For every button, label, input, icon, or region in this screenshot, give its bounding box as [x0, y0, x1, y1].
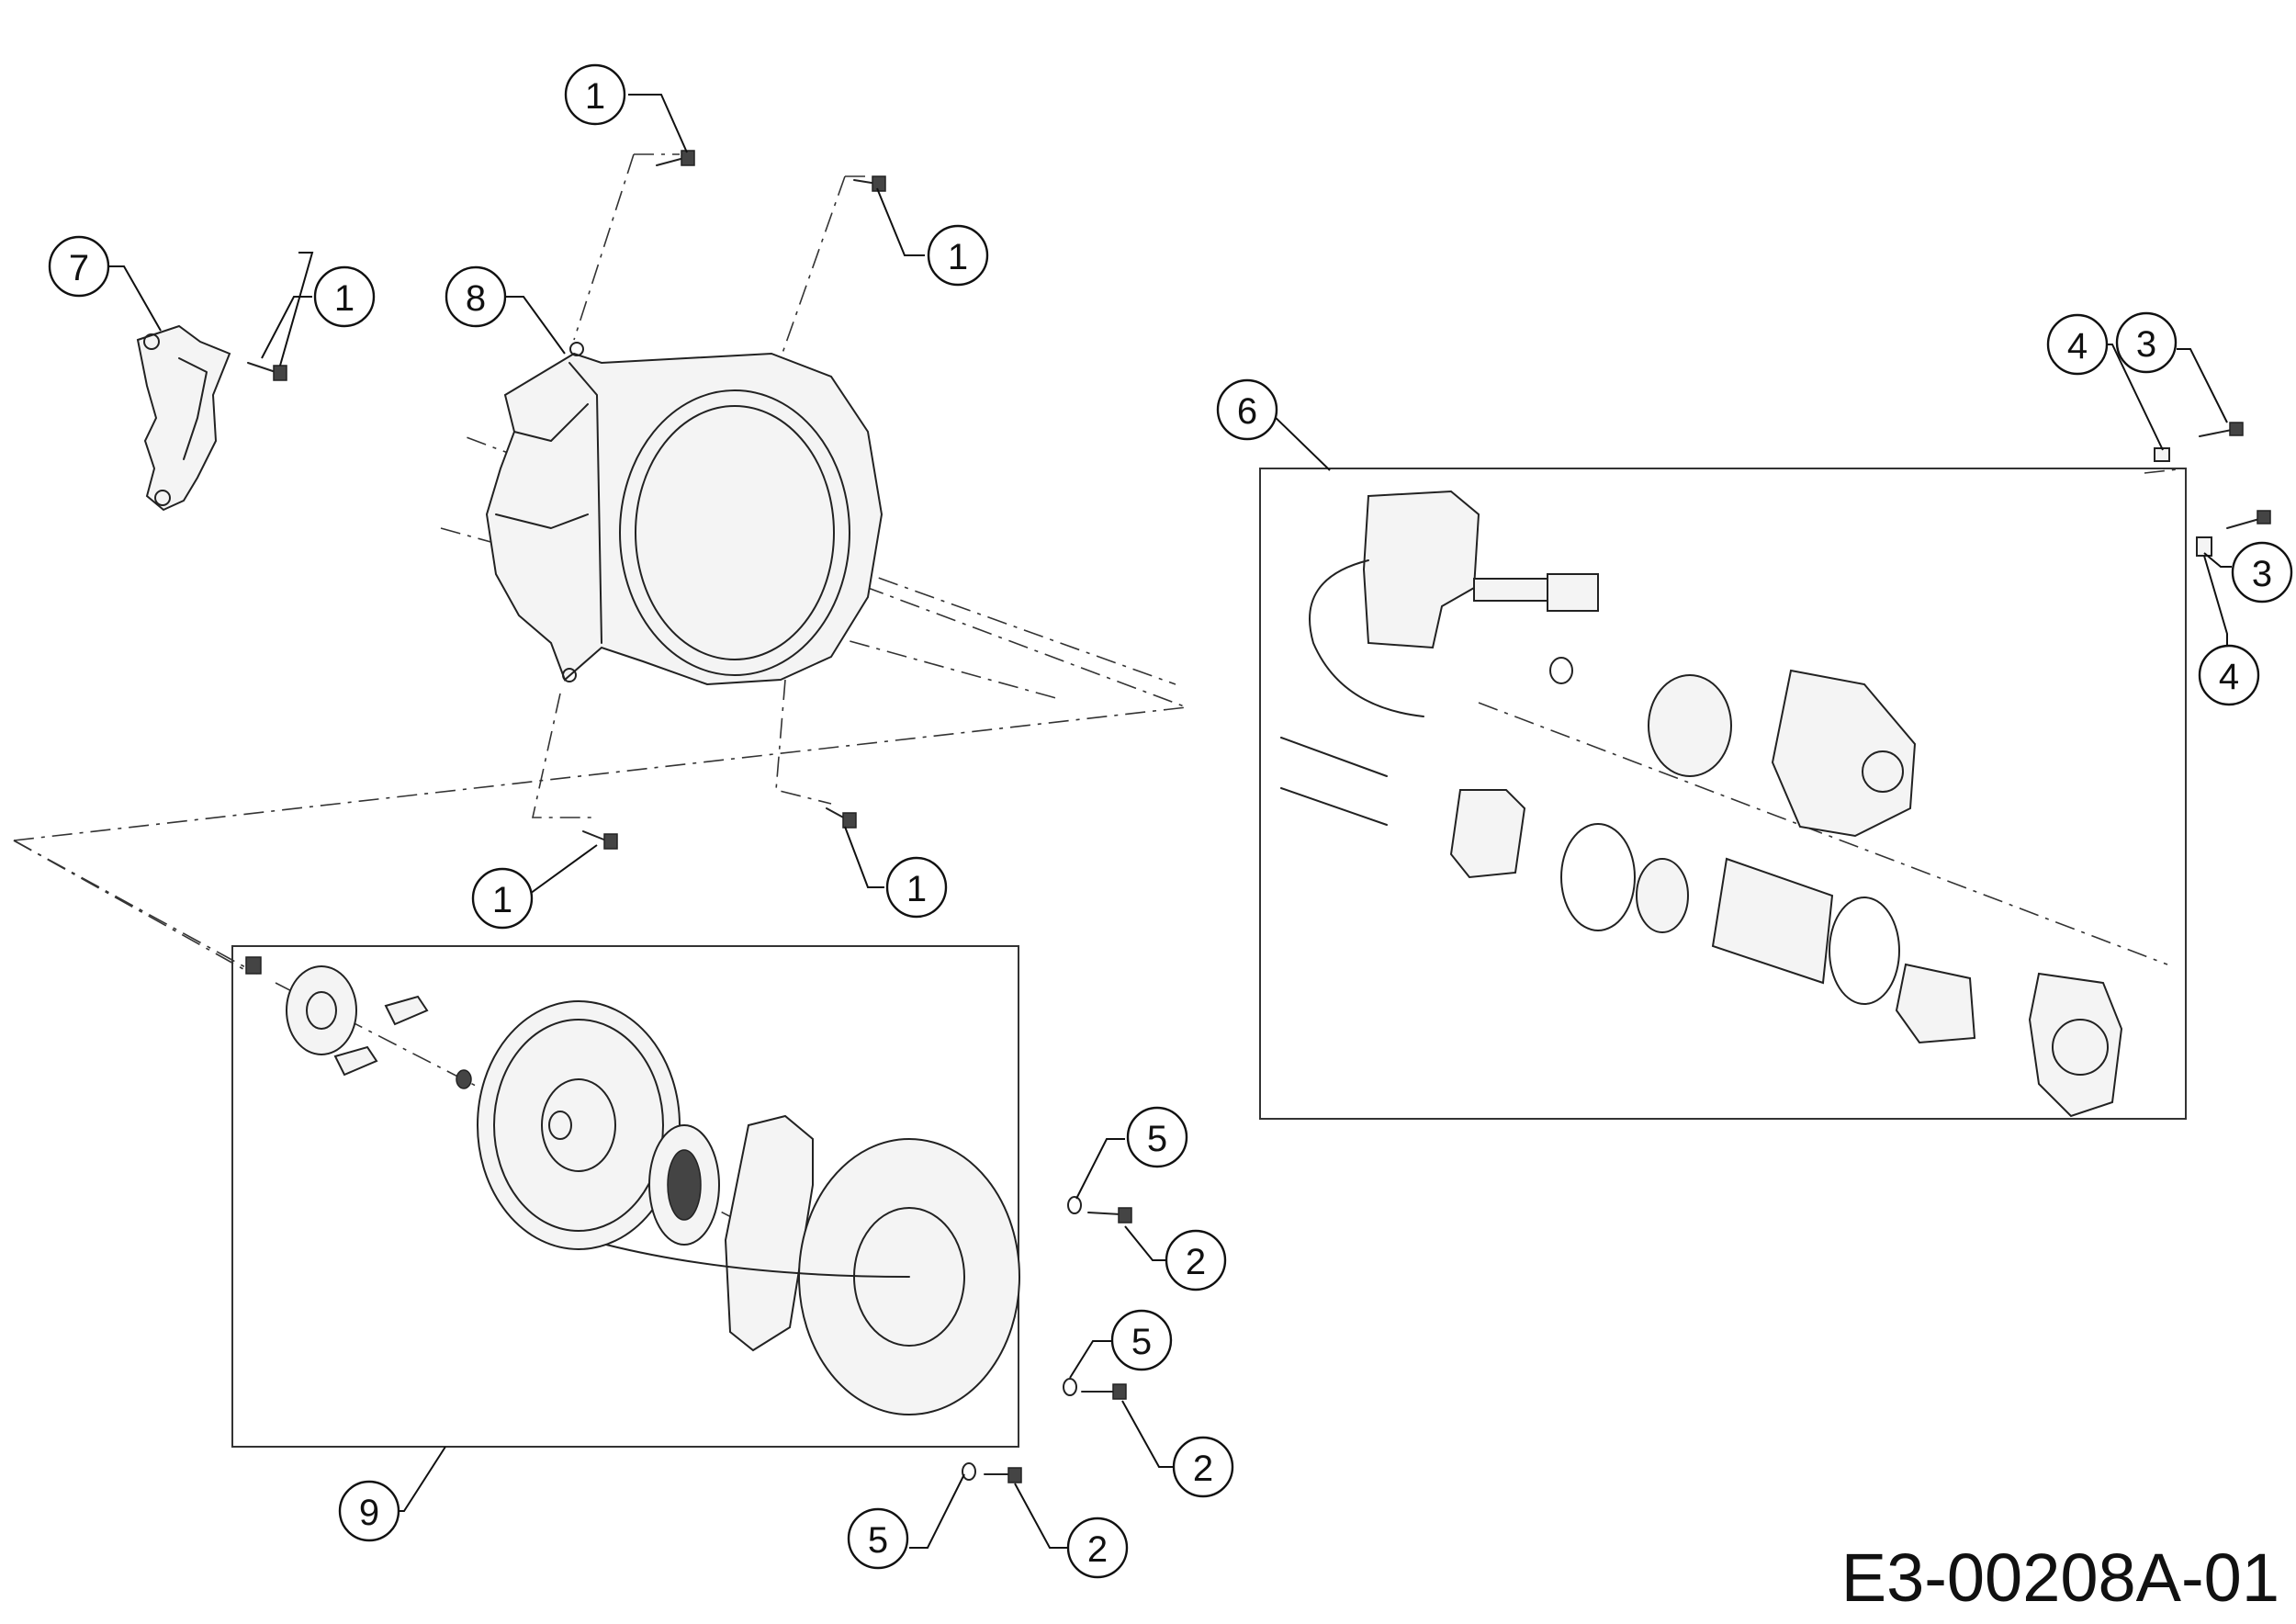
washer-5a: [1067, 1196, 1082, 1214]
recoil-starter-assembly: [245, 956, 1020, 1415]
svg-text:5: 5: [868, 1520, 888, 1561]
svg-text:1: 1: [334, 278, 355, 319]
bolt-1e: [826, 807, 857, 829]
bolt-2a: [1087, 1207, 1132, 1224]
svg-text:8: 8: [466, 278, 486, 319]
callout-1-bottom-right: 1: [885, 856, 948, 919]
bolt-2b: [1081, 1383, 1127, 1400]
svg-text:2: 2: [1087, 1529, 1108, 1570]
svg-text:2: 2: [1186, 1242, 1206, 1282]
callout-1-top-right: 1: [927, 224, 989, 287]
callout-9: 9: [338, 1480, 400, 1542]
svg-text:1: 1: [334, 278, 355, 319]
callout-6: 6: [1216, 378, 1278, 441]
bolt-3b: [2226, 510, 2271, 529]
bracket-plate: [136, 324, 231, 512]
svg-text:9: 9: [359, 1493, 379, 1533]
callout-2-upper: 2: [1165, 1229, 1227, 1291]
callout-5-middle: 5: [1110, 1309, 1173, 1371]
bolt-2c: [984, 1467, 1022, 1483]
callout-4-lower: 4: [2198, 644, 2260, 706]
svg-text:7: 7: [69, 248, 89, 288]
callout-1-bottom-left: 1: [471, 867, 534, 930]
callout-5-lower: 5: [847, 1507, 909, 1570]
callout-1-left: 1: [313, 265, 376, 328]
electric-starter-assembly: [1280, 490, 2123, 1118]
bolt-1a: [656, 150, 695, 166]
bolt-1b: [853, 175, 886, 192]
svg-text:3: 3: [2252, 554, 2272, 594]
svg-text:6: 6: [1237, 391, 1257, 432]
svg-text:1: 1: [906, 869, 927, 909]
bolt-1d: [582, 830, 618, 850]
fan-shroud: [485, 342, 884, 686]
svg-text:1: 1: [948, 237, 968, 277]
callout-5-upper: 5: [1126, 1106, 1188, 1168]
electric-starter-frame: [1259, 468, 2187, 1120]
washer-5b: [1063, 1378, 1077, 1396]
recoil-starter-frame: [231, 945, 1019, 1448]
svg-text:5: 5: [1131, 1322, 1152, 1362]
callout-3-upper: 3: [2115, 311, 2178, 374]
bolt-1c: [247, 362, 287, 381]
callout-3-lower: 3: [2231, 541, 2293, 603]
washer-5c: [962, 1462, 976, 1481]
bolt-3a: [2199, 422, 2244, 437]
leader-lines: [109, 94, 2232, 1549]
svg-text:3: 3: [2136, 324, 2156, 365]
callout-8: 8: [445, 265, 507, 328]
svg-text:1: 1: [585, 76, 605, 117]
callout-1-top-left: 1: [564, 63, 626, 126]
svg-text:2: 2: [1193, 1449, 1213, 1489]
svg-text:5: 5: [1147, 1119, 1167, 1159]
svg-text:4: 4: [2067, 326, 2088, 367]
callout-4-upper: 4: [2046, 313, 2109, 376]
callout-2-lower: 2: [1066, 1517, 1129, 1579]
callout-2-middle: 2: [1172, 1436, 1234, 1498]
drawing-code: E3-00208A-01: [1840, 1539, 2279, 1616]
callout-1-near-bracket: 1: [334, 278, 355, 319]
svg-text:1: 1: [492, 880, 512, 920]
svg-text:4: 4: [2219, 657, 2239, 697]
callout-7: 7: [48, 235, 110, 298]
